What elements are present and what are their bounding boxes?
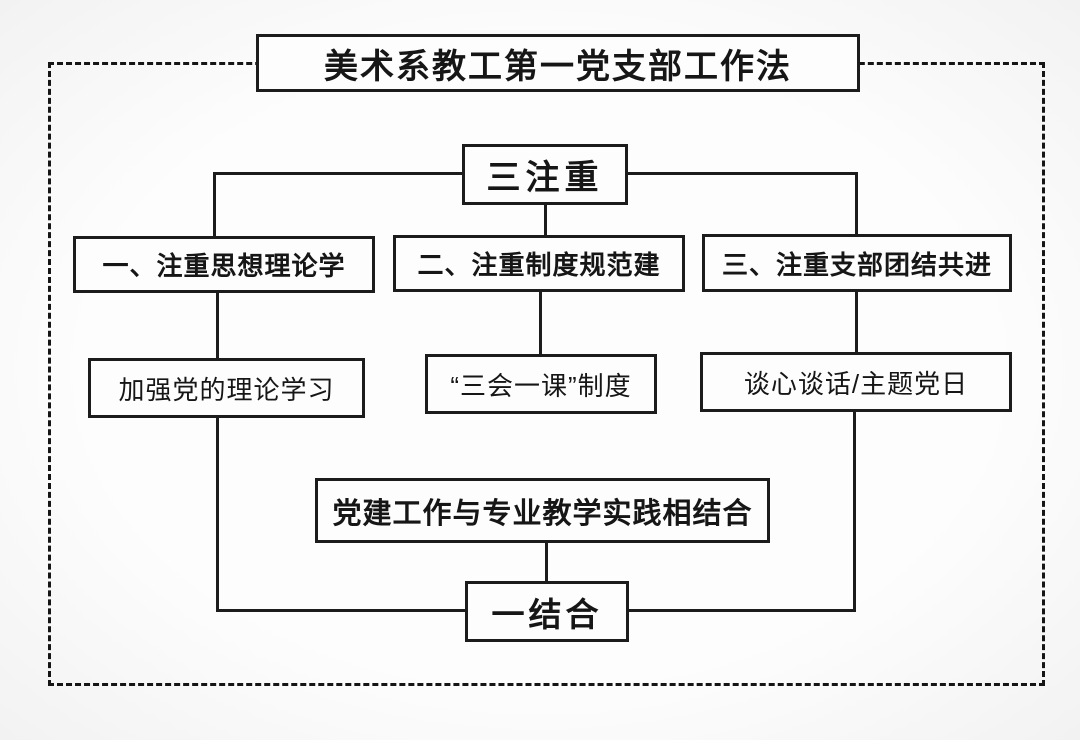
connector-bottom-left-horizontal [216,609,465,612]
connector-right-vertical-1 [855,172,858,234]
node-emphasis-2-heading: 二、注重制度规范建 [393,235,685,292]
node-emphasis-3-heading: 三、注重支部团结共进 [702,234,1012,292]
diagram-title: 美术系教工第一党支部工作法 [256,34,860,92]
node-emphasis-3-detail: 谈心谈话/主题党日 [700,352,1012,412]
node-one-combination: 一结合 [465,581,629,642]
connector-left-vertical-1 [213,172,216,236]
node-emphasis-2-detail: “三会一课”制度 [425,354,657,414]
connector-left-vertical-2 [216,292,219,360]
connector-center-vertical-2 [539,291,542,355]
connector-right-vertical-2 [855,289,858,354]
connector-center-vertical-1 [544,205,547,236]
connector-top-right-horizontal [627,172,858,175]
connector-right-vertical-3 [853,411,856,612]
node-three-emphases: 三注重 [462,144,628,205]
connector-top-left-horizontal [213,172,462,175]
connector-middle-vertical [545,542,548,582]
connector-left-vertical-3 [216,417,219,612]
node-emphasis-1-detail: 加强党的理论学习 [88,358,365,418]
node-emphasis-1-heading: 一、注重思想理论学 [73,236,375,293]
connector-bottom-right-horizontal [629,609,856,612]
node-integration-practice: 党建工作与专业教学实践相结合 [315,478,770,543]
